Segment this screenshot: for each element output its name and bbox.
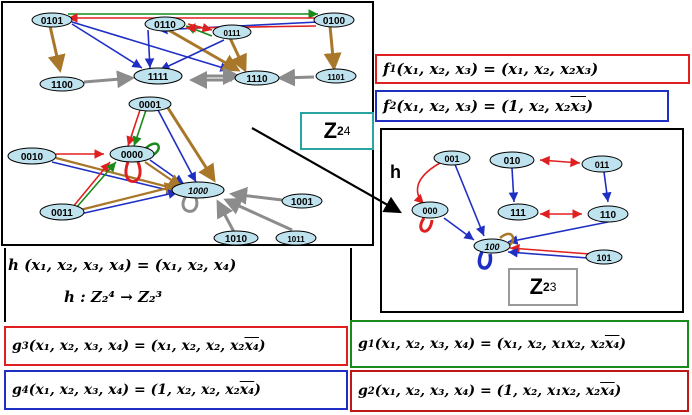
svg-text:0110: 0110 xyxy=(154,20,176,31)
node-1000: 1000 xyxy=(171,181,225,199)
right-graph-title: h xyxy=(390,162,401,182)
node-0100: 0100 xyxy=(313,12,355,28)
svg-text:1110: 1110 xyxy=(246,74,268,85)
left-graph-nodes: 0101 0110 0111 0100 1100 1111 1110 1101 … xyxy=(7,12,357,246)
node-1110: 1110 xyxy=(234,70,280,86)
svg-text:111: 111 xyxy=(510,208,526,219)
h-mapping: h : Z₂⁴ → Z₂³ xyxy=(64,288,163,306)
h-definition: h (x₁, x₂, x₃, x₄) = (x₁, x₂, x₄) xyxy=(8,256,237,274)
svg-text:001: 001 xyxy=(444,154,459,164)
right-graph-edges xyxy=(413,155,612,270)
svg-text:0011: 0011 xyxy=(51,208,73,219)
node-111: 111 xyxy=(497,203,539,221)
node-1101: 1101 xyxy=(315,68,357,84)
node-1111: 1111 xyxy=(133,67,183,85)
upper-cluster-edges xyxy=(47,9,342,89)
node-1100: 1100 xyxy=(39,76,85,92)
svg-text:1011: 1011 xyxy=(287,235,305,244)
node-101: 101 xyxy=(585,249,623,265)
svg-text:1111: 1111 xyxy=(148,72,169,83)
svg-text:011: 011 xyxy=(595,160,610,170)
svg-text:1001: 1001 xyxy=(291,197,314,208)
svg-text:0101: 0101 xyxy=(41,16,64,27)
node-0000: 0000 xyxy=(109,145,155,163)
svg-text:0001: 0001 xyxy=(139,100,162,111)
node-0111: 0111 xyxy=(212,24,252,40)
svg-text:1010: 1010 xyxy=(225,234,248,245)
node-1010: 1010 xyxy=(213,230,259,246)
node-100: 100 xyxy=(473,238,511,254)
right-graph-frame xyxy=(380,128,684,313)
svg-text:100: 100 xyxy=(484,242,499,252)
svg-text:1100: 1100 xyxy=(51,80,73,91)
node-0110: 0110 xyxy=(144,16,186,32)
node-0001: 0001 xyxy=(128,96,172,112)
node-0010: 0010 xyxy=(7,147,57,165)
node-1011: 1011 xyxy=(275,230,317,246)
node-0101: 0101 xyxy=(31,12,73,28)
svg-text:101: 101 xyxy=(596,253,611,263)
svg-text:010: 010 xyxy=(504,156,521,167)
right-graph-nodes: 001 010 011 000 111 110 100 101 xyxy=(411,150,629,265)
svg-text:1000: 1000 xyxy=(188,186,208,196)
node-010: 010 xyxy=(489,151,535,169)
svg-text:0000: 0000 xyxy=(121,150,144,161)
svg-text:110: 110 xyxy=(600,210,617,221)
node-000: 000 xyxy=(411,201,449,219)
svg-text:1101: 1101 xyxy=(327,73,345,82)
svg-text:000: 000 xyxy=(422,206,437,216)
node-1001: 1001 xyxy=(281,193,323,209)
node-110: 110 xyxy=(587,205,629,223)
svg-text:0010: 0010 xyxy=(21,152,44,163)
node-001: 001 xyxy=(433,150,471,166)
node-011: 011 xyxy=(581,155,623,173)
h-definition-box xyxy=(4,248,352,322)
svg-text:0111: 0111 xyxy=(224,29,241,38)
svg-text:0100: 0100 xyxy=(323,16,346,27)
lower-cluster-edges xyxy=(51,107,293,233)
node-0011: 0011 xyxy=(39,203,85,221)
projection-arrow xyxy=(251,127,402,214)
